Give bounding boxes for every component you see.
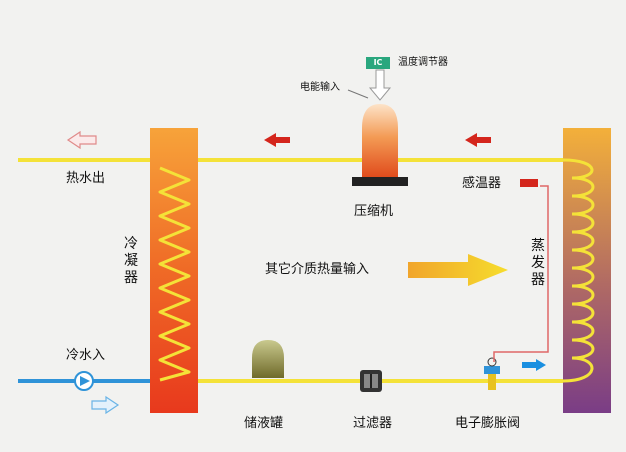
flow-arrow-right-icon: [522, 359, 546, 371]
hot-water-out-arrow-icon: [66, 130, 97, 150]
power-input-leader: [347, 89, 369, 99]
cold-water-in-arrow-icon: [91, 395, 120, 415]
filter-label: 过滤器: [353, 416, 393, 431]
temp-sensor-bulb: [520, 179, 538, 187]
sensor-capillary: [493, 185, 549, 362]
compressor-label: 压缩机: [354, 204, 394, 219]
condenser-label: 冷凝器: [124, 236, 138, 286]
evaporator-unit: [562, 128, 611, 413]
heat-input-arrow-icon: [408, 254, 508, 286]
condenser-unit: [150, 128, 198, 413]
temp-sensor-label: 感温器: [462, 176, 502, 191]
ic-badge: IC: [366, 57, 390, 69]
evaporator-coil: [562, 158, 595, 383]
filter-icon: [360, 370, 382, 392]
expansion-valve-label: 电子膨胀阀: [455, 416, 521, 431]
flow-arrow-left-1-icon: [266, 148, 290, 167]
power-input-label: 电能输入: [300, 82, 340, 93]
hot-water-out-label: 热水出: [66, 171, 106, 186]
flow-arrow-left-icon: [264, 133, 290, 147]
temp-regulator-label: 温度调节器: [398, 57, 448, 68]
flow-arrow-left-icon: [465, 133, 491, 147]
expansion-valve-icon: [484, 357, 500, 390]
evaporator-label: 蒸发器: [531, 238, 545, 288]
liquid-tank: [252, 340, 284, 378]
cold-water-in-label: 冷水入: [66, 348, 106, 363]
condenser-coil: [158, 166, 191, 382]
heat-input-label: 其它介质热量输入: [265, 262, 370, 277]
power-input-arrow-icon: [368, 69, 392, 101]
compressor: [352, 104, 408, 186]
liquid-tank-label: 储液罐: [244, 416, 284, 431]
pump-icon: [74, 371, 94, 391]
